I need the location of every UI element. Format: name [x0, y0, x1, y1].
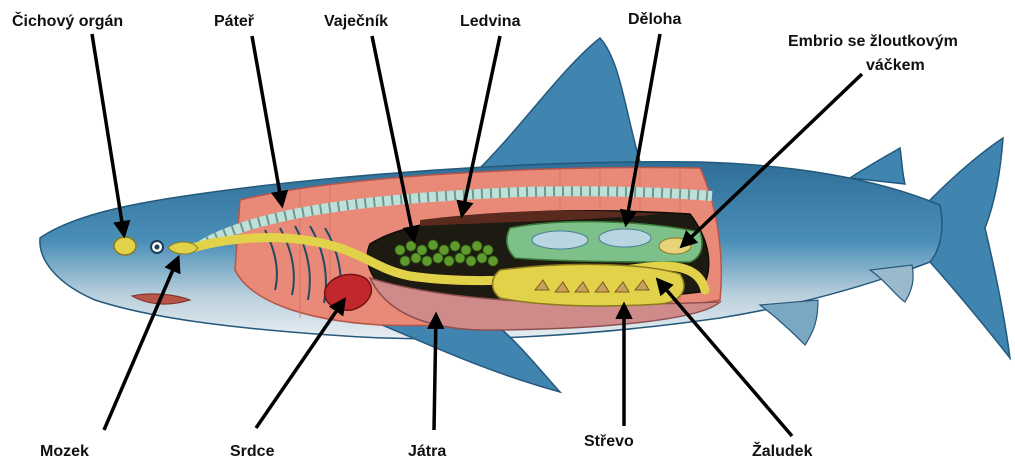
pelvic-fin: [760, 300, 818, 345]
arrow-olfactory: [92, 34, 124, 235]
label-embryo-line2: váčkem: [866, 57, 925, 74]
caudal-fin: [930, 138, 1010, 358]
second-dorsal-fin: [850, 148, 905, 184]
arrow-liver: [434, 315, 436, 430]
label-kidney: Ledvina: [460, 13, 521, 30]
intestine: [493, 264, 684, 306]
arrow-spine: [252, 36, 282, 205]
label-olfactory-organ: Čichový orgán: [12, 11, 123, 30]
label-uterus: Děloha: [628, 11, 681, 28]
anal-fin: [870, 265, 913, 302]
label-ovary: Vaječník: [324, 13, 388, 30]
label-intestine: Střevo: [584, 433, 634, 450]
label-spine: Páteř: [214, 13, 255, 30]
label-stomach: Žaludek: [752, 441, 813, 460]
label-brain: Mozek: [40, 443, 89, 460]
label-heart: Srdce: [230, 443, 275, 460]
label-embryo-line1: Embrio se žloutkovým: [788, 33, 958, 50]
label-liver: Játra: [408, 443, 446, 460]
olfactory-organ: [114, 237, 136, 255]
